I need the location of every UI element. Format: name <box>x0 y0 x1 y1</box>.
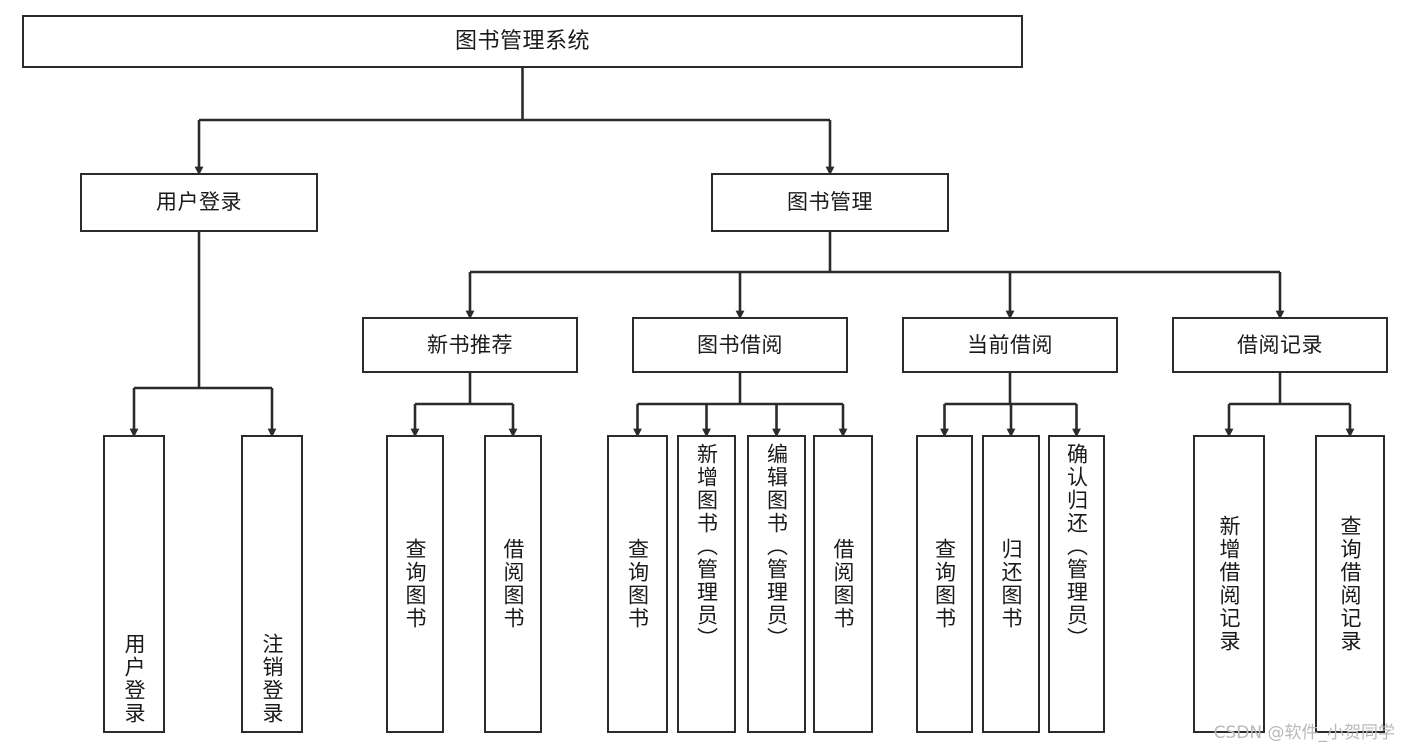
node-root[interactable]: 图书管理系统 <box>22 15 1023 68</box>
node-new_book_rec[interactable]: 新书推荐 <box>362 317 578 373</box>
node-leaf_borrow_books_rec[interactable]: 借阅图书 <box>484 435 542 733</box>
node-current_borrow-label: 当前借阅 <box>967 332 1053 357</box>
node-borrow_record[interactable]: 借阅记录 <box>1172 317 1388 373</box>
node-leaf_add_book_admin[interactable]: 新增图书（管理员） <box>677 435 736 733</box>
node-user_login-label: 用户登录 <box>156 190 242 215</box>
node-root-label: 图书管理系统 <box>454 28 590 54</box>
node-book_mgmt-label: 图书管理 <box>787 190 873 215</box>
node-leaf_query_books_c[interactable]: 查询图书 <box>916 435 973 733</box>
node-leaf_user_login-label: 用户登录 <box>122 633 147 725</box>
node-leaf_edit_book_admin[interactable]: 编辑图书（管理员） <box>747 435 806 733</box>
node-book_borrow[interactable]: 图书借阅 <box>632 317 848 373</box>
node-leaf_borrow_books_rec-label: 借阅图书 <box>501 538 526 630</box>
node-leaf_query_borrow_record[interactable]: 查询借阅记录 <box>1315 435 1385 733</box>
node-leaf_return_books[interactable]: 归还图书 <box>982 435 1040 733</box>
node-user_login[interactable]: 用户登录 <box>80 173 318 232</box>
node-leaf_query_books_c-label: 查询图书 <box>932 538 957 630</box>
node-leaf_query_borrow_record-label: 查询借阅记录 <box>1338 515 1363 653</box>
node-book_mgmt[interactable]: 图书管理 <box>711 173 949 232</box>
node-leaf_borrow_books_b[interactable]: 借阅图书 <box>813 435 873 733</box>
node-leaf_query_books_b[interactable]: 查询图书 <box>607 435 668 733</box>
node-borrow_record-label: 借阅记录 <box>1237 332 1323 357</box>
node-leaf_return_books-label: 归还图书 <box>999 538 1024 630</box>
node-leaf_borrow_books_b-label: 借阅图书 <box>831 538 856 630</box>
node-leaf_add_book_admin-label: 新增图书（管理员） <box>694 443 719 650</box>
node-leaf_confirm_return_admin-label: 确认归还（管理员） <box>1064 443 1089 650</box>
node-leaf_user_login[interactable]: 用户登录 <box>103 435 165 733</box>
watermark: CSDN @软件_小贺同学 <box>1213 723 1395 743</box>
node-current_borrow[interactable]: 当前借阅 <box>902 317 1118 373</box>
node-leaf_add_borrow_record[interactable]: 新增借阅记录 <box>1193 435 1265 733</box>
node-leaf_query_books_rec[interactable]: 查询图书 <box>386 435 444 733</box>
node-leaf_add_borrow_record-label: 新增借阅记录 <box>1217 515 1242 653</box>
node-new_book_rec-label: 新书推荐 <box>427 332 513 357</box>
node-leaf_logout-label: 注销登录 <box>260 633 285 725</box>
node-leaf_query_books_rec-label: 查询图书 <box>403 538 428 630</box>
edge-paths <box>129 68 1355 438</box>
node-book_borrow-label: 图书借阅 <box>697 332 783 357</box>
node-leaf_edit_book_admin-label: 编辑图书（管理员） <box>764 443 789 650</box>
node-leaf_logout[interactable]: 注销登录 <box>241 435 303 733</box>
node-leaf_confirm_return_admin[interactable]: 确认归还（管理员） <box>1048 435 1105 733</box>
node-leaf_query_books_b-label: 查询图书 <box>625 538 650 630</box>
